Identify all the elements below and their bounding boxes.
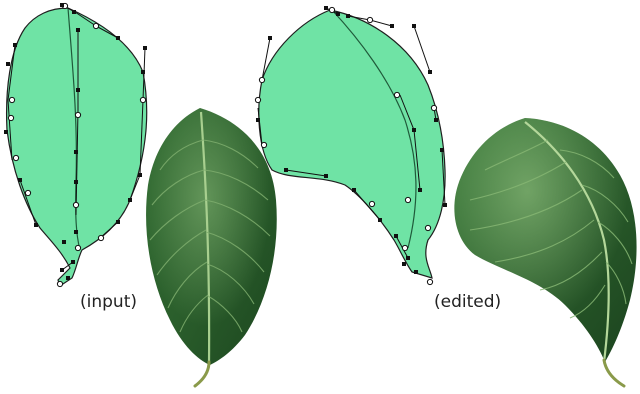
- leaf-photo-edited: [454, 118, 636, 386]
- caption-input: (input): [80, 292, 137, 312]
- bezier-shape-edited: [255, 6, 447, 285]
- leaf-input-stem: [195, 362, 209, 386]
- leaf-photo-input: [146, 108, 277, 386]
- leaf-edited-stem: [604, 360, 624, 386]
- bezier-shape-input: [4, 3, 147, 287]
- shape-edited-fill: [259, 10, 445, 278]
- caption-edited: (edited): [434, 292, 501, 312]
